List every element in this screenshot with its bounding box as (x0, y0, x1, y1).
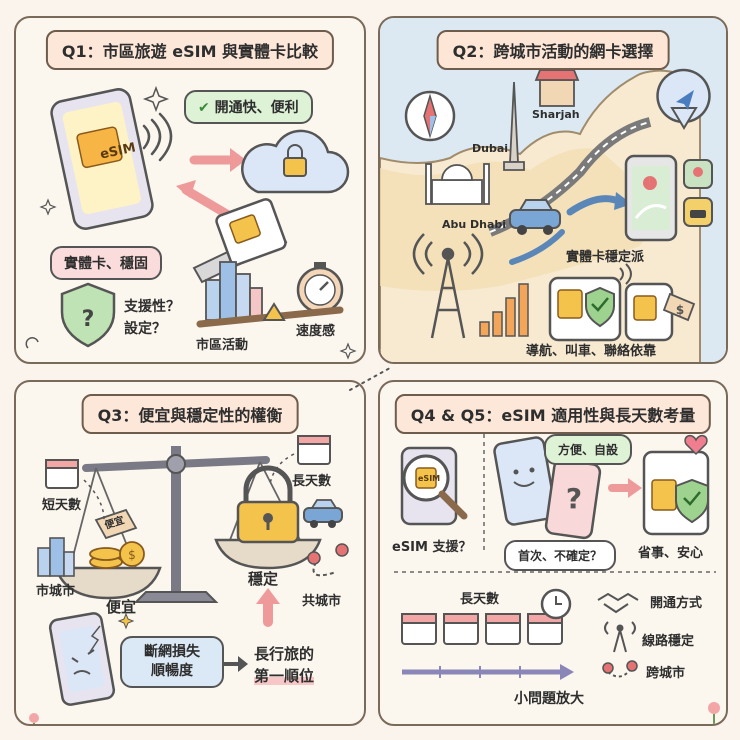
antenna-icon (604, 621, 636, 653)
smiley-phone-icon (493, 436, 557, 526)
radio-tower-icon (412, 233, 484, 339)
worry-free-label: 省事、安心 (638, 546, 704, 561)
q1-illustration: ? (25, 85, 357, 360)
mosque-icon (425, 163, 490, 205)
fast-convenient-text: 開通快、便利 (214, 100, 299, 116)
panel-title-q3: Q3：便宜與穩定性的權衡 (81, 394, 299, 434)
sim-card-icon (192, 198, 288, 284)
coins-icon: $ (89, 541, 145, 569)
cross-city-label: 跨城市 (646, 666, 686, 681)
fast-convenient-bubble: ✔ 開通快、便利 (184, 90, 313, 124)
smoothness-text: 順暢度 (151, 662, 193, 679)
setup-question: 設定？ (124, 321, 166, 337)
car-icon (303, 499, 343, 528)
cheap-label: 便宜 (106, 598, 137, 616)
first-priority-text: 第一順位 (254, 666, 315, 685)
small-issues-amplified-label: 小問題放大 (514, 691, 584, 707)
disconnect-loss-text: 斷網損失 (144, 644, 200, 660)
svg-text:$: $ (128, 548, 136, 562)
compass-icon (404, 90, 456, 142)
city-dubai: Dubai (472, 142, 509, 155)
seesaw-icon (196, 302, 344, 328)
heart-icon (684, 434, 708, 456)
short-days-label: 短天數 (42, 498, 82, 513)
timeline-arrow-icon (402, 664, 574, 680)
panel-title-q4-q5: Q4 & Q5：eSIM 適用性與長天數考量 (394, 394, 712, 434)
svg-text:$: $ (676, 303, 684, 317)
panel-q4-q5: ? (378, 380, 728, 726)
shield-question-icon: ? (60, 282, 116, 348)
navigation-marker-icon (656, 68, 711, 130)
tower-icon (503, 81, 525, 171)
panel-title-q1: Q1：市區旅遊 eSIM 與實體卡比較 (45, 30, 335, 70)
support-question: 支援性？ (124, 299, 180, 315)
flower-icon (708, 702, 720, 724)
sparkle-icon (142, 85, 170, 113)
city-buildings-icon (37, 537, 75, 577)
sim-shield-icon (642, 450, 710, 536)
phone-map-icon (624, 154, 678, 242)
panel-title-q2: Q2：跨城市活動的網卡選擇 (436, 30, 670, 70)
svg-text:?: ? (82, 307, 95, 332)
long-trip-text: 長行旅的 (254, 645, 315, 663)
q4-illustration: ? (394, 434, 720, 724)
city-sharjah: Sharjah (532, 108, 580, 121)
flower-icon (29, 713, 39, 724)
question-phone-icon: ? (544, 458, 602, 540)
arrow-left-icon (181, 185, 235, 221)
panel-q3: $ (14, 380, 366, 726)
route-pins-icon (307, 543, 349, 577)
long-trip-priority: 長行旅的 第一順位 (254, 644, 315, 688)
long-days-label-q4: 長天數 (460, 592, 500, 607)
multi-city-label: 共城市 (302, 594, 342, 609)
signal-icon (142, 112, 173, 162)
city-left-label: 市城市 (36, 584, 76, 599)
car-icon (509, 199, 561, 235)
panel-q2: $ Q2：跨城市活動的網卡選擇 Sharjah Dubai Abu Dhabi … (378, 16, 728, 364)
esim-chip-label-q4: eSIM (418, 474, 441, 483)
speed-label: 速度感 (296, 324, 336, 339)
sim-card-shield-icon (548, 276, 622, 342)
calendar-row-icon (401, 613, 563, 645)
stopwatch-icon (296, 262, 344, 314)
navigation-reliance-label: 導航、叫車、聯絡依靠 (526, 344, 657, 359)
shop-icon (534, 69, 580, 107)
phone-icon (50, 88, 154, 230)
center-connector (349, 367, 391, 391)
physical-stable-bubble: 實體卡、穩固 (50, 246, 162, 280)
map-pin-icon (683, 159, 713, 189)
city-activity-label: 市區活動 (196, 338, 249, 353)
broken-phone-icon (48, 612, 116, 706)
magnifier-phone-icon (400, 446, 468, 526)
panel-q1: ? Q1：市區旅遊 eSIM 與實體卡比較 eSIM ✔ 開通快、便利 實體卡、… (14, 16, 366, 364)
calendar-icon-short (45, 459, 79, 489)
long-days-label: 長天數 (292, 474, 332, 489)
q2-illustration: $ (380, 18, 726, 362)
svg-text:?: ? (566, 482, 582, 515)
sim-card-price-icon: $ (624, 282, 696, 342)
handshake-icon (597, 592, 639, 614)
physical-stable-label: 實體卡穩定派 (566, 250, 645, 265)
activation-method-label: 開通方式 (650, 596, 703, 611)
padlock-icon (236, 465, 300, 544)
route-icon (602, 660, 638, 678)
signal-bars-icon (479, 283, 529, 337)
arrow-up-icon (256, 588, 280, 627)
disconnect-loss-bubble: 斷網損失 順暢度 (120, 636, 224, 688)
stable-label: 穩定 (248, 570, 279, 588)
taxi-icon (683, 197, 713, 227)
check-icon: ✔ (198, 100, 210, 116)
first-time-uncertain-bubble: 首次、不確定？ (504, 540, 617, 571)
city-abu-dhabi: Abu Dhabi (442, 218, 507, 231)
calendar-icon-long (297, 435, 331, 465)
cloud-lock-icon (241, 129, 350, 194)
price-tag-icon (94, 508, 138, 540)
q3-illustration: $ (29, 435, 349, 724)
line-stability-label: 線路穩定 (642, 634, 695, 649)
convenient-self-setup-bubble: 方便、自設 (544, 434, 633, 465)
clock-icon (540, 588, 572, 620)
esim-support-label: eSIM 支援？ (392, 540, 472, 555)
